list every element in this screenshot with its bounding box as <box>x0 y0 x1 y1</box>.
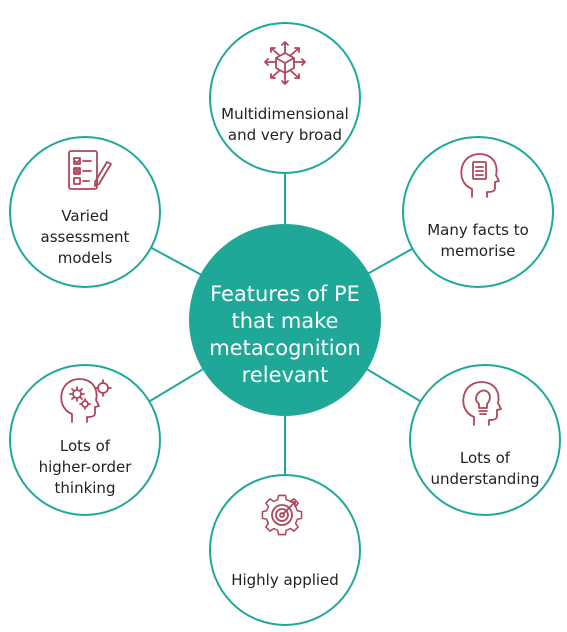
node-label-line: memorise <box>440 242 516 260</box>
checklist-pencil-icon <box>68 150 112 190</box>
node-label-line: higher-order <box>38 458 132 476</box>
node-label-line: Many facts to <box>427 221 529 239</box>
node-label-line: thinking <box>54 479 116 497</box>
node-label-line: Lots of <box>459 449 511 467</box>
node-circle-applied <box>209 474 361 626</box>
center-label-line: metacognition <box>209 336 361 360</box>
node-circle-higher-order <box>9 364 161 516</box>
center-label-line: relevant <box>241 363 329 387</box>
center-label: Features of PE that make metacognition r… <box>190 255 380 415</box>
node-label-line: Lots of <box>59 437 111 455</box>
node-label-multidimensional: Multidimensional and very broad <box>215 104 355 146</box>
node-label-line: Multidimensional <box>221 105 349 123</box>
head-lightbulb-icon <box>462 381 502 426</box>
node-label-line: Varied <box>61 207 109 225</box>
center-circle <box>189 224 381 416</box>
center-label-line: that make <box>231 309 339 333</box>
node-label-line: Highly applied <box>231 571 339 589</box>
head-document-icon <box>460 153 500 198</box>
node-circle-many-facts <box>402 136 554 288</box>
center-label-line: Features of PE <box>210 282 360 306</box>
head-gears-icon <box>60 378 112 423</box>
node-circle-understanding <box>409 364 561 516</box>
node-circle-assessment <box>9 136 161 288</box>
node-label-line: models <box>57 249 113 267</box>
node-label-assessment: Varied assessment models <box>15 206 155 269</box>
node-label-many-facts: Many facts to memorise <box>408 220 548 262</box>
gear-target-icon <box>261 494 303 536</box>
node-label-line: understanding <box>430 470 540 488</box>
cube-arrows-icon <box>264 41 306 85</box>
node-label-line: and very broad <box>227 126 343 144</box>
node-label-applied: Highly applied <box>215 570 355 591</box>
node-circle-multidimensional <box>209 22 361 174</box>
node-label-line: assessment <box>40 228 130 246</box>
node-label-higher-order: Lots of higher-order thinking <box>15 436 155 499</box>
node-label-understanding: Lots of understanding <box>415 448 555 490</box>
